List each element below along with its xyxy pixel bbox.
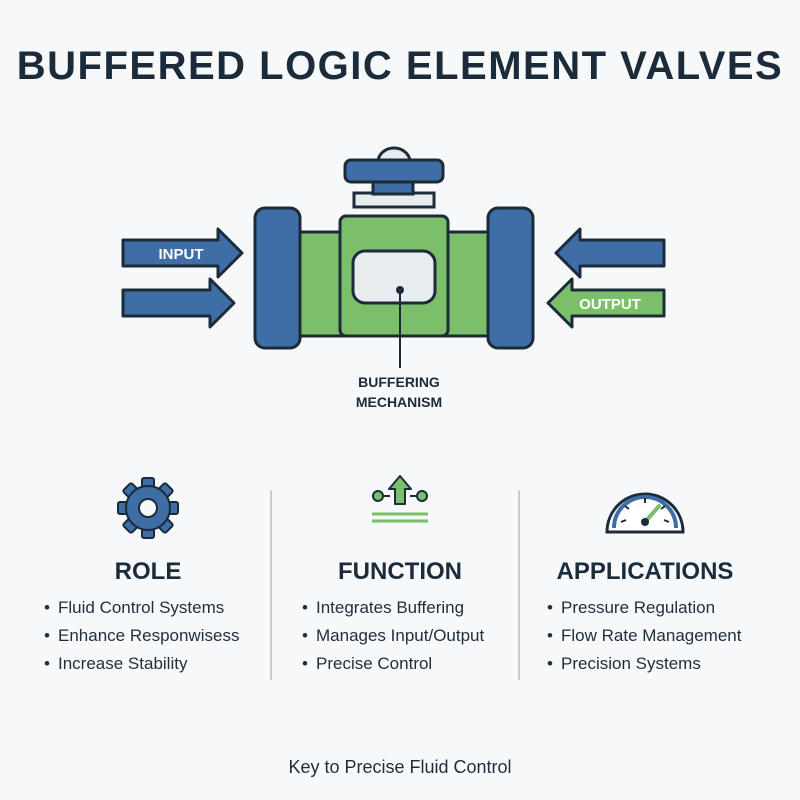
input-arrow-top [121, 227, 244, 279]
applications-item: Pressure Regulation [547, 594, 741, 622]
gauge-icon [605, 492, 685, 534]
output-arrow-top [554, 227, 666, 279]
mechanism-label-line2: MECHANISM [356, 394, 442, 410]
footer-tagline: Key to Precise Fluid Control [288, 757, 512, 777]
buffer-chamber [351, 249, 437, 305]
left-flange [253, 206, 302, 350]
role-column: ROLE Fluid Control Systems Enhance Respo… [28, 470, 268, 690]
applications-item: Precision Systems [547, 650, 741, 678]
applications-heading: APPLICATIONS [556, 558, 734, 585]
column-divider [270, 490, 272, 680]
applications-item: Flow Rate Management [547, 622, 741, 650]
page-title: BUFFERED LOGIC ELEMENT VALVES [16, 44, 784, 88]
function-item: Precise Control [302, 650, 484, 678]
role-item: Increase Stability [44, 650, 239, 678]
gear-icon [117, 477, 179, 539]
role-item: Enhance Responwisess [44, 622, 239, 650]
flow-arrow-icon [372, 475, 428, 523]
output-arrow-bottom [546, 277, 666, 329]
valve-diagram: INPUT OUTPUT BUFFERING MECHANISM [121, 146, 666, 410]
column-divider [518, 490, 520, 680]
role-heading: ROLE [114, 558, 182, 585]
input-arrow-bottom [121, 277, 236, 329]
function-column: FUNCTION Integrates Buffering Manages In… [280, 470, 520, 690]
input-label: INPUT [159, 246, 204, 263]
function-item: Integrates Buffering [302, 594, 484, 622]
output-label: OUTPUT [579, 296, 641, 313]
function-item: Manages Input/Output [302, 622, 484, 650]
mechanism-label-line1: BUFFERING [358, 374, 440, 390]
applications-column: APPLICATIONS Pressure Regulation Flow Ra… [525, 470, 765, 690]
valve-handle [343, 146, 445, 209]
right-flange [486, 206, 535, 350]
role-item: Fluid Control Systems [44, 594, 239, 622]
function-heading: FUNCTION [338, 558, 462, 585]
